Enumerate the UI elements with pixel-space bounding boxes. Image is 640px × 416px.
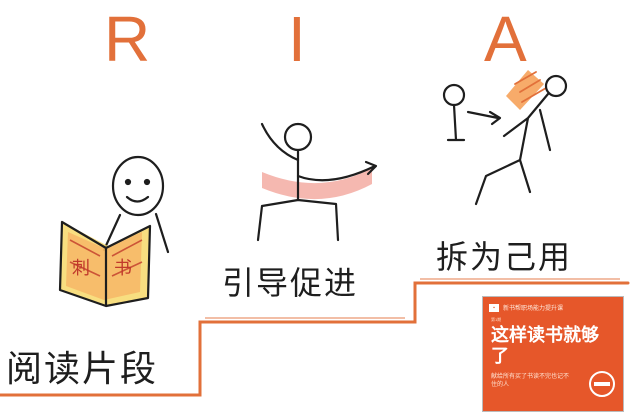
guide-highlight-band	[262, 168, 372, 200]
publisher-logo: ▪	[489, 303, 499, 312]
book-cover: ▪ 新书帮职场能力提升课 第1期 这样读书就够了 献给所有买了书读不完也记不住的…	[482, 296, 624, 412]
header-letter-a: A	[484, 3, 528, 75]
header-letter-i: I	[288, 3, 307, 75]
header-letter-r: R	[104, 3, 152, 75]
guide-head	[283, 122, 313, 152]
guide-arrow	[296, 160, 378, 182]
book-cover-header: ▪ 新书帮职场能力提升课	[489, 303, 563, 312]
book-subtitle: 献给所有买了书读不完也记不住的人	[491, 373, 570, 388]
book-label-right: 书	[114, 258, 132, 279]
book-series: 新书帮职场能力提升课	[503, 306, 564, 312]
step-caption-guide: 引导促进	[222, 264, 359, 302]
step-caption-read: 阅读片段	[6, 349, 159, 390]
apply-figures	[442, 70, 568, 206]
staircase-outline	[0, 281, 630, 397]
book-title: 这样读书就够了	[491, 325, 599, 367]
reader-head	[111, 155, 165, 217]
book-label-left: 刺	[72, 258, 90, 279]
open-book	[58, 220, 152, 308]
book-issue: 第1期	[491, 317, 502, 322]
left-person-head	[442, 83, 466, 107]
reader-body	[102, 212, 170, 254]
guide-figure	[256, 122, 378, 242]
step-caption-apply: 拆为己用	[436, 238, 573, 276]
passing-arrow	[466, 110, 502, 126]
reader-figure	[102, 155, 170, 254]
stamp-icon	[589, 371, 615, 397]
right-person-head	[544, 74, 568, 98]
